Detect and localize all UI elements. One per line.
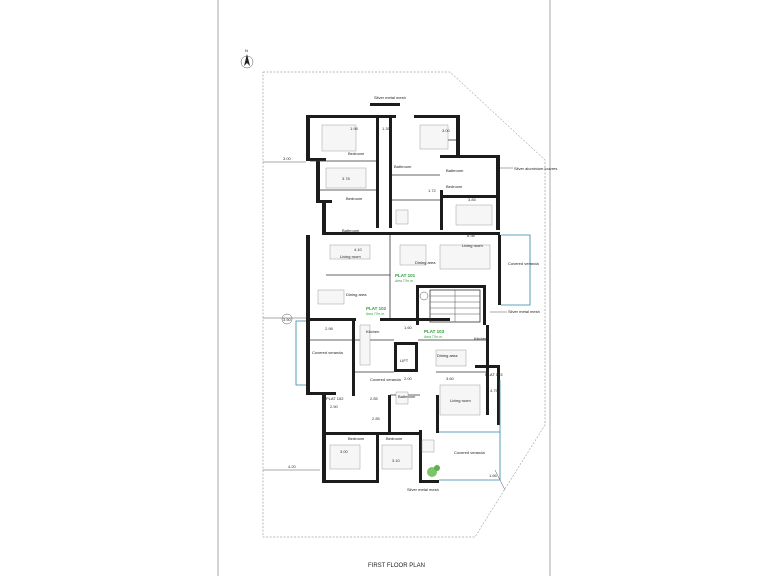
room-label: Bathroom xyxy=(342,228,360,233)
dim-label: 2.85 xyxy=(372,416,381,421)
small-flat-label: PLAT 102 xyxy=(326,396,344,401)
dim-label: 1.66 xyxy=(489,473,498,478)
flat-area: Area 77m.m. xyxy=(395,279,414,283)
dim-label: 2.00 xyxy=(404,376,413,381)
room-label: Kitchen xyxy=(474,336,487,341)
room-label: Bedroom xyxy=(348,151,365,156)
flat-label: PLAT 101 xyxy=(395,273,416,278)
dim-label: 2.98 xyxy=(325,326,334,331)
room-label: Kitchen xyxy=(366,329,379,334)
room-label: Living room xyxy=(340,254,361,259)
flat-label: PLAT 102 xyxy=(366,306,387,311)
veranda-glazing xyxy=(295,234,531,481)
dim-label: 3.10 xyxy=(392,458,401,463)
partitions xyxy=(310,139,486,396)
room-label: Dining area xyxy=(415,260,436,265)
note-text: Silver metal mesh xyxy=(508,309,540,314)
dim-label: 3.85 xyxy=(468,197,477,202)
room-label: Dining area xyxy=(346,292,367,297)
room-label: Dining area xyxy=(437,353,458,358)
room-label: Bedroom xyxy=(348,436,365,441)
dim-label: 4.10 xyxy=(354,247,363,252)
room-label: Living room xyxy=(450,398,471,403)
dim-label: 3.78 xyxy=(342,176,351,181)
room-label: Bedroom xyxy=(346,196,363,201)
dim-label: 2.50 xyxy=(330,404,339,409)
note-text: Silver metal mesh xyxy=(407,487,439,492)
lift-label: LIFT xyxy=(400,358,409,363)
room-label: Covered veranda xyxy=(370,377,401,382)
dim-label: 1.98 xyxy=(350,126,359,131)
plot-boundary xyxy=(262,71,546,538)
dim-label: 1.72 xyxy=(428,188,437,193)
dim-label: 3.00 xyxy=(340,449,349,454)
dim-label: 1.60 xyxy=(404,325,413,330)
room-label: Living room xyxy=(462,243,483,248)
room-label: Covered veranda xyxy=(508,261,539,266)
north-label: N xyxy=(245,48,248,53)
dim-label: 4.20 xyxy=(288,464,297,469)
room-label: Covered veranda xyxy=(312,350,343,355)
flat-area: Area 77m.m. xyxy=(424,335,443,339)
dim-label: 3.60 xyxy=(446,376,455,381)
flat-label: PLAT 103 xyxy=(424,329,445,334)
north-arrow-icon: N xyxy=(240,48,254,69)
dim-label: 2.85 xyxy=(370,396,379,401)
grid-marker-icon xyxy=(281,313,293,325)
furniture xyxy=(317,124,493,470)
room-label: Bathroom xyxy=(398,394,416,399)
building-walls xyxy=(306,103,501,483)
note-text: Silver aluminium louvres xyxy=(514,166,557,171)
stair-core xyxy=(419,289,481,323)
dim-label: 4.75 xyxy=(490,388,499,393)
room-label: Bathroom xyxy=(446,168,464,173)
dim-label: 3.50 xyxy=(283,317,292,322)
dim-label: 8.98 xyxy=(467,233,476,238)
room-label: Bedroom xyxy=(446,184,463,189)
room-label: Bedroom xyxy=(386,436,403,441)
small-flat-label: PLAT 103 xyxy=(485,372,503,377)
plant-icon xyxy=(427,465,440,477)
dim-label: 1.35 xyxy=(382,126,391,131)
drawing-title: FIRST FLOOR PLAN xyxy=(368,563,425,569)
note-text: Silver metal mesh xyxy=(374,95,406,100)
room-label: Covered veranda xyxy=(454,450,485,455)
flat-area: Area 77m.m. xyxy=(366,312,385,316)
room-label: Bathroom xyxy=(394,164,412,169)
dim-label: 3.00 xyxy=(283,156,292,161)
dim-label: 3.00 xyxy=(442,128,451,133)
